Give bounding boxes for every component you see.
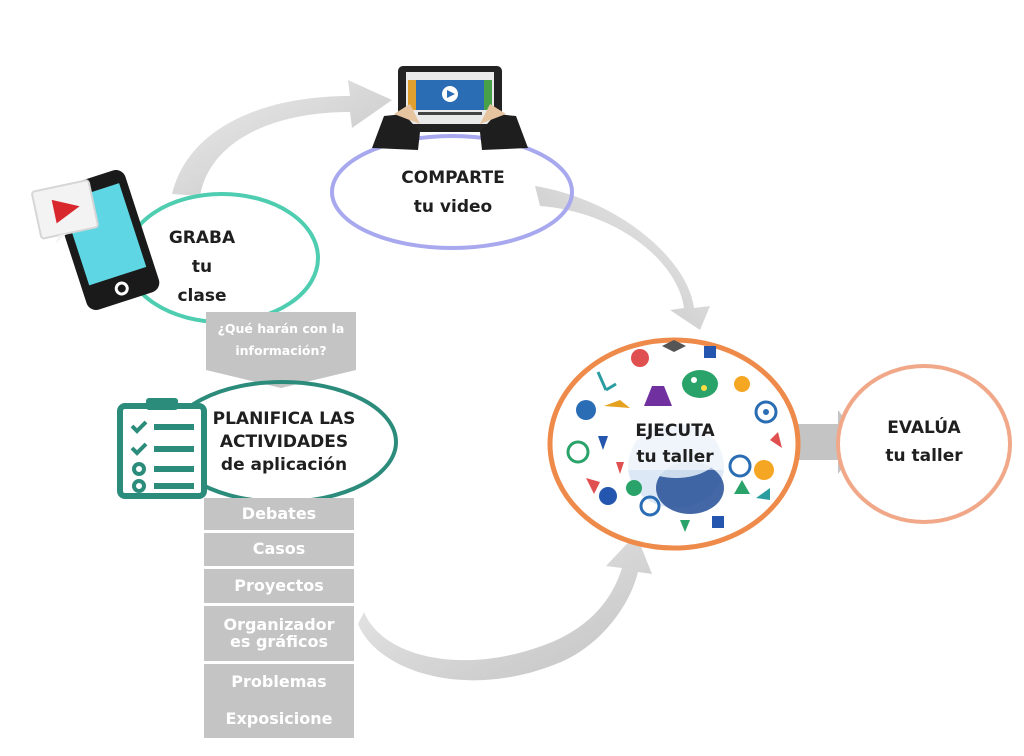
planifica-line-2: ACTIVIDADES (219, 432, 349, 452)
evalua-ring (836, 364, 1012, 524)
activity-item-problemas: Problemas (204, 664, 354, 701)
graba-line-1: GRABA (168, 228, 236, 248)
activity-label: Debates (241, 503, 317, 523)
comparte-label: COMPARTE tu video (370, 164, 536, 222)
comparte-line-1: COMPARTE (401, 168, 505, 188)
arrow-comparte-to-ejecuta (535, 186, 710, 330)
activity-item-casos: Casos (204, 533, 354, 566)
activity-item-debates: Debates (204, 498, 354, 530)
activity-item-proyectos: Proyectos (204, 569, 354, 603)
phone-video-icon (31, 169, 160, 311)
arrow-actividades-to-ejecuta (358, 534, 652, 681)
activity-label: Proyectos (234, 575, 324, 595)
graba-line-3: clase (177, 286, 227, 306)
question-arrow (206, 370, 356, 388)
planifica-line-1: PLANIFICA LAS (212, 409, 356, 429)
ejecuta-line-2: tu taller (636, 447, 714, 467)
graba-label: GRABA tu clase (150, 224, 254, 311)
checklist-icon (117, 398, 207, 499)
planifica-line-3: de aplicación (220, 455, 348, 475)
activity-label: Exposicione (225, 709, 333, 729)
comparte-ring (330, 134, 574, 250)
evalua-line-2: tu taller (885, 446, 963, 466)
activity-label: Casos (252, 539, 306, 559)
evalua-line-1: EVALÚA (887, 418, 961, 438)
question-line-2: información? (235, 343, 327, 358)
activity-item-organizadores: Organizador es gráficos (204, 606, 354, 661)
arrow-graba-to-comparte (172, 80, 392, 196)
ejecuta-label: EJECUTA tu taller (610, 418, 740, 470)
activity-label: Problemas (231, 672, 327, 692)
activity-label-2: es gráficos (230, 631, 328, 651)
question-line-1: ¿Qué harán con la (217, 321, 345, 336)
evalua-label: EVALÚA tu taller (864, 414, 984, 470)
planifica-label: PLANIFICA LAS ACTIVIDADES de aplicación (196, 408, 372, 477)
tablet-video-icon (372, 66, 528, 150)
comparte-line-2: tu video (413, 197, 493, 217)
activity-label: Organizador (223, 614, 335, 634)
activity-item-exposiciones: Exposicione (204, 701, 354, 738)
ejecuta-line-1: EJECUTA (635, 421, 715, 441)
graba-line-2: tu (191, 257, 213, 277)
question-box: ¿Qué harán con la información? (206, 312, 356, 370)
ejecuta-text-backdrop (624, 418, 728, 470)
